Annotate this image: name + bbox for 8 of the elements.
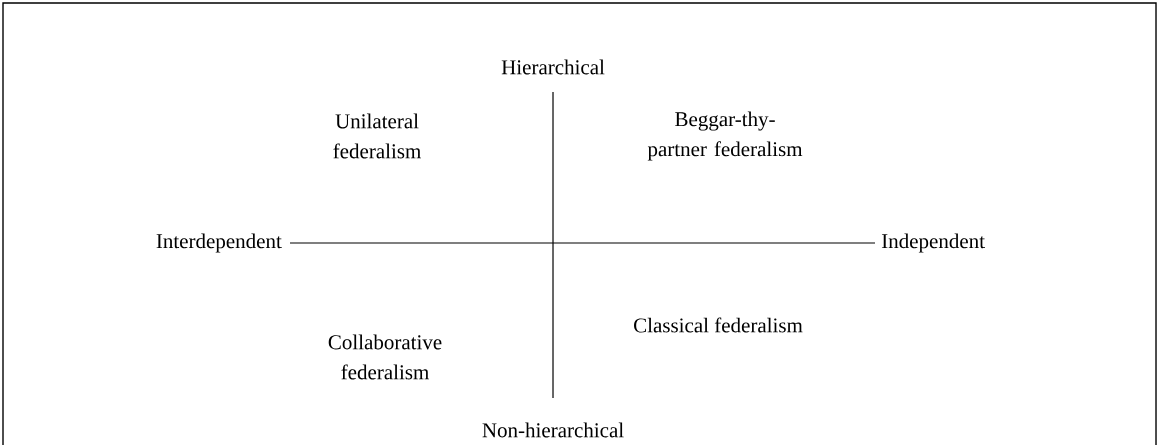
axis-label: Independent bbox=[881, 233, 985, 253]
axis-label: Beggar-thy-partner federalism bbox=[647, 111, 803, 161]
axis-label: Unilateral federalism bbox=[333, 113, 421, 159]
axis-label: Classical federalism bbox=[634, 317, 803, 333]
axis-label: Hierarchical bbox=[501, 59, 605, 75]
axis-label: Non-hierarchical bbox=[482, 422, 624, 438]
axis-label: Collaborative federalism bbox=[328, 334, 442, 380]
axis-label: Interdependent bbox=[156, 233, 282, 253]
